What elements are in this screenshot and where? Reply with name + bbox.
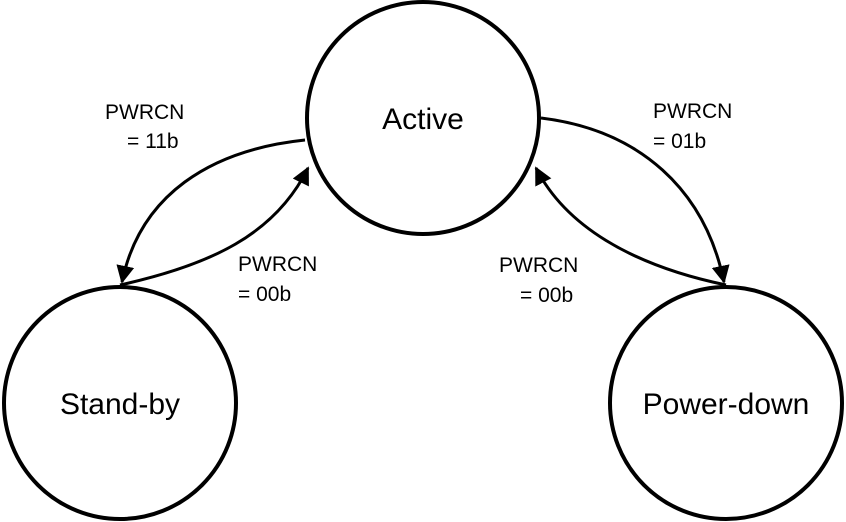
label-active-to-standby-line1: PWRCN xyxy=(105,101,184,124)
state-powerdown-label: Power-down xyxy=(643,388,810,421)
arrow-powerdown-to-active xyxy=(534,166,727,287)
label-active-to-powerdown: PWRCN = 01b xyxy=(653,100,732,153)
label-active-to-powerdown-line1: PWRCN xyxy=(653,100,732,123)
state-active: Active xyxy=(305,0,541,236)
label-powerdown-to-active-line2: = 00b xyxy=(520,284,573,307)
state-active-label: Active xyxy=(382,103,464,136)
state-powerdown: Power-down xyxy=(608,285,844,521)
label-active-to-standby-line2: = 11b xyxy=(127,130,179,153)
arrow-active-to-powerdown xyxy=(540,116,730,284)
label-powerdown-to-active-line1: PWRCN xyxy=(499,254,578,277)
state-standby-label: Stand-by xyxy=(60,388,180,421)
label-active-to-standby: PWRCN = 11b xyxy=(105,101,184,153)
label-powerdown-to-active: PWRCN = 00b xyxy=(499,254,578,307)
state-standby: Stand-by xyxy=(2,285,238,521)
arrow-active-to-standby xyxy=(116,138,306,284)
label-standby-to-active: PWRCN = 00b xyxy=(238,253,317,306)
label-active-to-powerdown-line2: = 01b xyxy=(653,130,706,153)
label-standby-to-active-line2: = 00b xyxy=(238,283,291,306)
label-standby-to-active-line1: PWRCN xyxy=(238,253,317,276)
arrow-standby-to-active xyxy=(119,166,310,287)
